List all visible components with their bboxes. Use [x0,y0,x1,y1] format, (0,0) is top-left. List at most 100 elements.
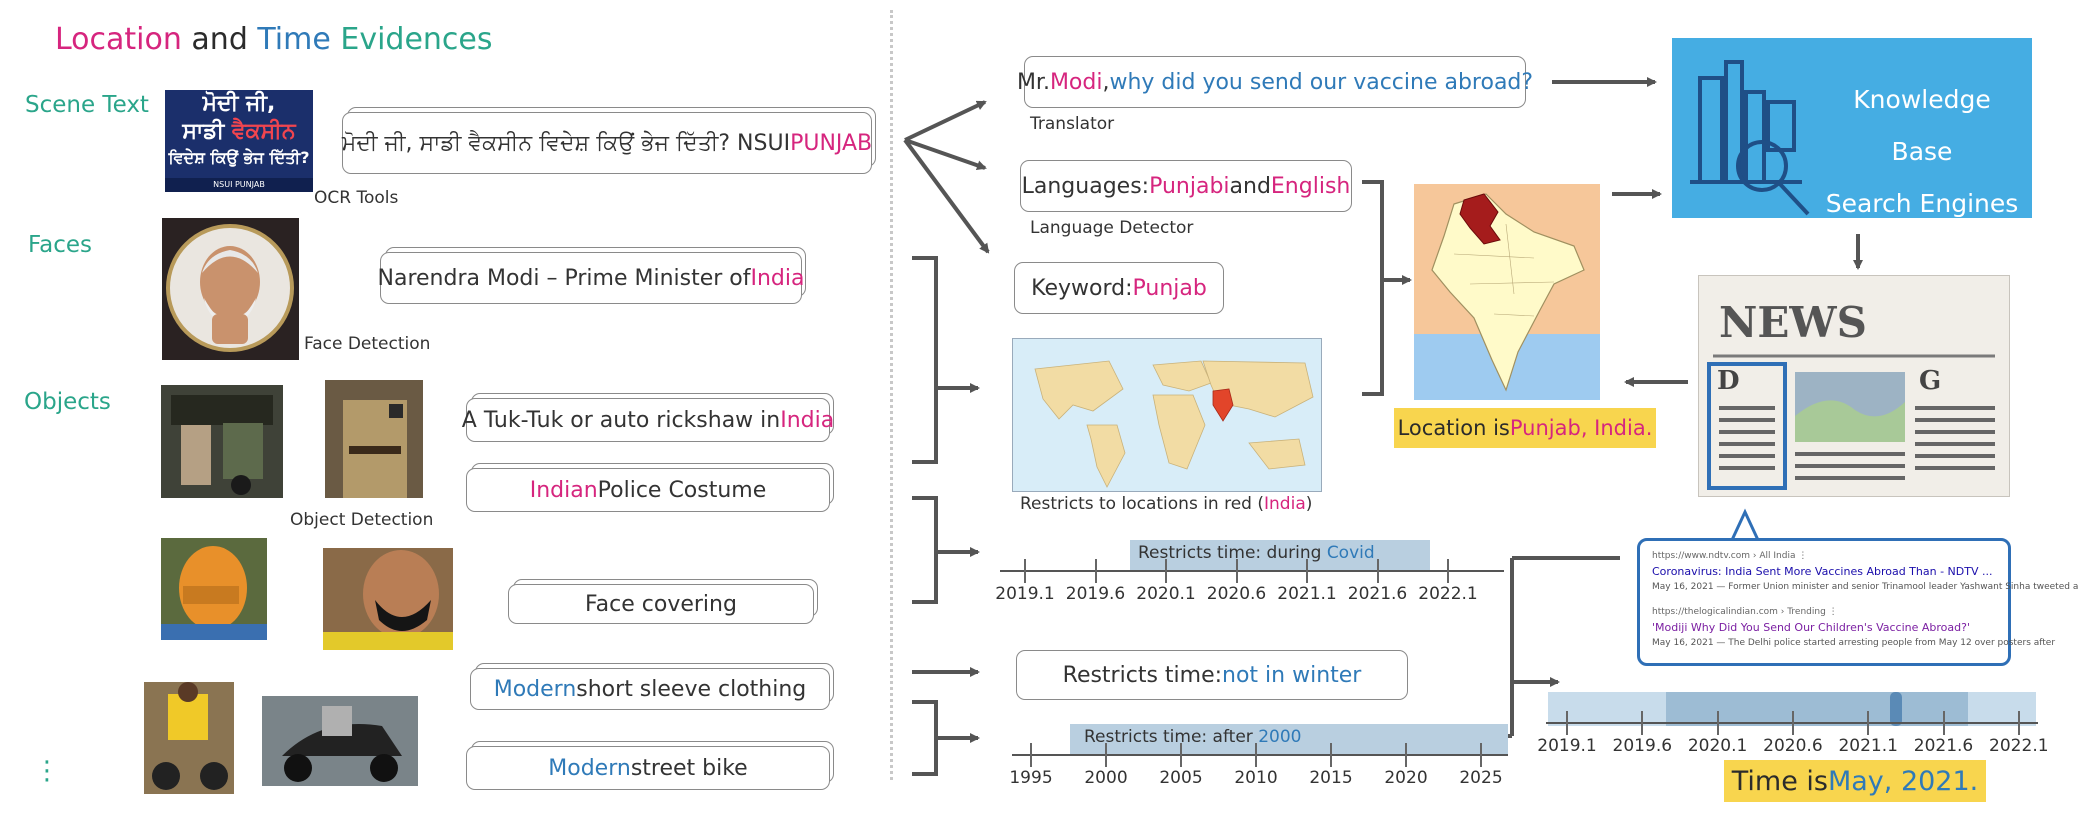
library-search-icon [1690,60,1810,216]
search-result-1-url: https://www.ndtv.com › All India ⋮ [1652,551,1808,561]
covid-tick-label: 2020.1 [1136,584,1196,604]
language-detector-label: Language Detector [1030,218,1194,238]
final-tick-label: 2021.6 [1913,736,1974,756]
ocr-evidence-highlight: PUNJAB [790,130,873,156]
covid-tick-mark [1235,559,1238,583]
search-result-2-title[interactable]: 'Modiji Why Did You Send Our Children's … [1652,621,1970,634]
final-tick-mark [1942,711,1945,735]
ocr-evidence-text: ਮੋਦੀ ਜੀ, ਸਾਡੀ ਵੈਕਸੀਨ ਵਿਦੇਸ਼ ਕਿਉਂ ਭੇਜ ਦਿੱ… [341,130,791,156]
face-covering-photo-2 [323,548,453,650]
india-map-illustration [1414,193,1600,400]
poster-photo: ਮੋਦੀ ਜੀ, ਸਾਡੀ ਵੈਕਸੀਨ ਵਿਦੇਸ਼ ਕਿਉਂ ਭੇਜ ਦਿੱ… [165,90,313,192]
police-evidence-highlight: Indian [529,477,598,503]
after2000-tick-mark [1330,743,1332,767]
winter-p1: Restricts time: [1062,662,1223,688]
face-covering-evidence-card: Face covering [508,579,818,624]
object-detection-label: Object Detection [290,510,434,530]
face-evidence-text: Narendra Modi – Prime Minister of [377,265,751,291]
time-result-p1: Time is [1731,765,1828,797]
languages-p1: Languages: [1021,173,1150,199]
covid-tick-mark [1094,559,1097,583]
face-illustration [166,224,294,352]
category-objects: Objects [24,389,111,415]
location-result-value: Punjab, India. [1509,416,1653,440]
search-results-popup: https://www.ndtv.com › All India ⋮ Coron… [1637,538,2078,666]
clothing-evidence-highlight: Modern [493,676,577,702]
location-result: Location is Punjab, India. [1394,408,1656,448]
after2000-tick-label: 2020 [1384,768,1428,788]
keyword-punjab: Punjab [1132,275,1207,301]
languages-and: and [1229,173,1271,199]
bracket-location [912,256,938,464]
covid-tick-label: 2020.6 [1206,584,1267,604]
covid-axis-line [1000,570,1504,572]
time-result: Time is May, 2021. [1724,760,1986,802]
covid-tick-mark [1024,559,1026,583]
final-tick-mark [2017,711,2020,735]
news-col1-letter: D [1717,366,1740,396]
after2000-tick-mark [1255,743,1257,767]
face-evidence-highlight: India [750,265,805,291]
bracket-2000 [912,700,938,776]
face-covering-evidence-text: Face covering [585,591,737,617]
covid-tick-mark [1165,559,1167,583]
category-faces: Faces [28,232,92,258]
scooter-illustration [262,696,418,786]
rider-photo [144,682,234,794]
search-result-1: https://www.ndtv.com › All India ⋮ Coron… [1652,551,2078,592]
translator-label: Translator [1030,114,1115,134]
final-tick-label: 2020.6 [1763,736,1823,756]
world-map-illustration [1034,360,1314,488]
world-caption-india: India [1264,494,1306,514]
search-result-2-url: https://thelogicalindian.com › Trending … [1652,607,1838,617]
translation-modi: Modi [1049,69,1103,95]
police-photo [325,380,423,498]
bracket-india [1362,180,1384,396]
newspaper-illustration [1707,354,1995,490]
after2000-label-year: 2000 [1258,727,1302,747]
police-evidence-text: Police Costume [597,477,767,503]
police-evidence-card: Indian Police Costume [466,463,834,512]
after2000-axis-line [1012,754,1508,756]
poster-line2: ਸਾਡੀ ਵੈਕਸੀਨ [165,118,313,146]
final-timeline-range [1666,692,1968,726]
covid-tick-label: 2022.1 [1418,584,1478,604]
poster-line2a: ਸਾਡੀ [182,119,232,144]
search-result-1-snippet: May 16, 2021 — Former Union minister and… [1652,582,2078,592]
final-tick-mark [1641,711,1644,735]
after2000-tick-mark [1405,743,1407,767]
translation-card: Mr. Modi, why did you send our vaccine a… [1017,56,1533,108]
arrow-to-language [904,138,987,171]
clothing-evidence-text: short sleeve clothing [576,676,807,702]
covid-tick-label: 2021.1 [1277,584,1337,604]
winter-card: Restricts time: not in winter [1016,650,1408,700]
rickshaw-evidence-text: A Tuk-Tuk or auto rickshaw in [461,407,781,433]
languages-card: Languages: Punjabi and English [1020,160,1352,212]
after2000-tick-label: 2015 [1309,768,1353,788]
poster-line1: ਮੋਦੀ ਜੀ, [202,91,276,116]
bike-evidence-highlight: Modern [548,755,631,781]
covid-range-label: Restricts time: during Covid [1138,543,1375,563]
final-tick-label: 2021.1 [1838,736,1898,756]
after2000-tick-mark [1180,743,1182,767]
final-tick-mark [1716,711,1719,735]
search-result-1-title[interactable]: Coronavirus: India Sent More Vaccines Ab… [1652,565,1993,578]
covid-range-label-covid: Covid [1326,543,1375,563]
translation-comma: , [1102,69,1110,95]
covid-range-label-p1: Restricts time: during [1138,543,1327,563]
covid-tick-mark [1306,559,1308,583]
india-map [1414,184,1600,400]
title-evidences: Evidences [330,22,493,57]
arrow-to-translator [904,100,987,142]
keyword-card: Keyword: Punjab [1014,262,1224,314]
poster-line3: ਵਿਦੇਸ਼ ਕਿਉਂ ਭੇਜ ਦਿੱਤੀ? [168,148,310,167]
bracket-covid [912,496,938,604]
rickshaw-illustration [161,385,283,498]
category-scene-text: Scene Text [25,92,149,118]
poster-line2b: ਵੈਕਸੀਨ [231,119,296,144]
covid-tick-label: 2019.1 [995,584,1055,604]
popup-pointer [1730,508,1760,541]
arrow-to-keyword [903,138,990,254]
rider-illustration [144,682,234,794]
